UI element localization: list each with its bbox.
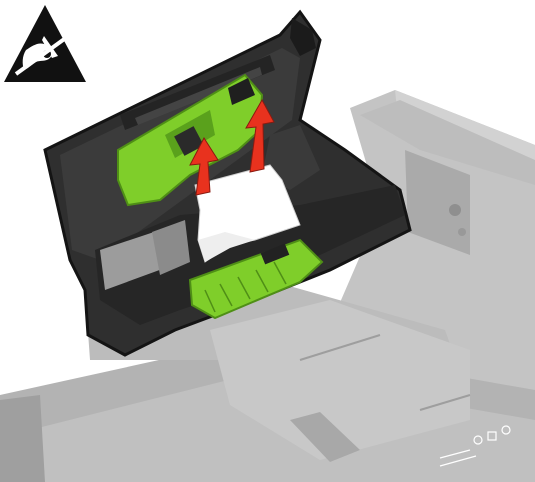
esd-warning-icon xyxy=(4,5,86,82)
